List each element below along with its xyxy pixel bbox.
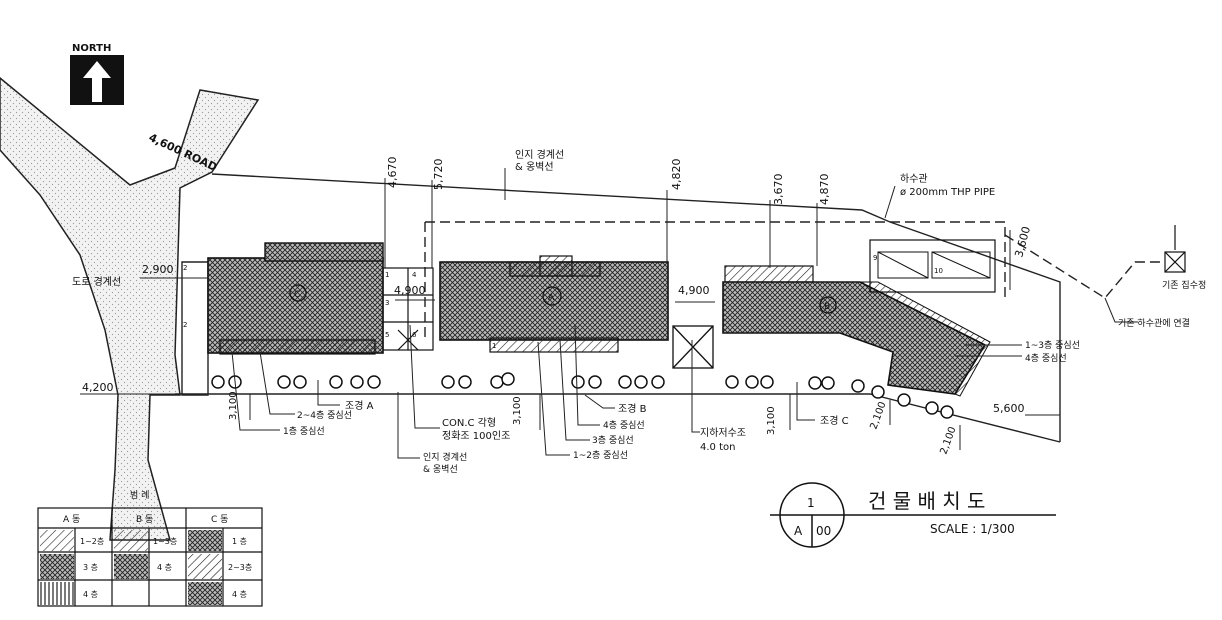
dim-3100-c: 3,100: [766, 406, 777, 435]
bottom-boundary-label-1: 인지 경계선: [423, 451, 467, 463]
landscape-b-label: 조경 B: [618, 402, 647, 415]
dim-3600: 3,600: [1012, 225, 1033, 259]
legend-header-a: A 동: [63, 514, 80, 525]
title-block: [770, 482, 1056, 548]
dim-2100-a: 2,100: [868, 400, 888, 431]
top-boundary-label-2: & 옹벽선: [515, 161, 554, 173]
landscape-trees: [211, 372, 954, 419]
catch-basin-symbol: [1164, 225, 1186, 273]
landscape-c-label: 조경 C: [820, 414, 849, 427]
title-sheet-number: 00: [816, 524, 831, 538]
drawing-scale: SCALE : 1/300: [930, 522, 1015, 536]
dim-2900: 2,900: [142, 263, 174, 276]
stair-num-3: 3: [385, 299, 389, 307]
c-floor-4-label: 4층 중심선: [1025, 353, 1067, 364]
dim-4200: 4,200: [82, 381, 114, 394]
title-number: 1: [807, 496, 815, 510]
conc-label-1: CON.C 각형: [442, 417, 496, 429]
stair-num-5: 5: [385, 331, 389, 339]
legend-swatch-b-1: [114, 530, 148, 551]
sewer-label-1: 하수관: [900, 172, 928, 185]
building-mark-b: B: [824, 302, 830, 312]
leader-lines: [231, 168, 1138, 459]
stair-num-7: 1: [492, 342, 496, 350]
a-floor-1-label: 1층 중심선: [283, 426, 325, 437]
legend-swatch-c-1: [188, 530, 222, 551]
legend-c-row-2: 2~3층: [228, 563, 252, 572]
legend-a-row-1: 1~2층: [80, 537, 104, 546]
property-boundary: [175, 173, 1165, 443]
legend-swatch-a-1: [40, 530, 74, 551]
stair-num-4: 4: [412, 271, 417, 279]
tank-label-1: 지하저수조: [700, 426, 746, 439]
sewer-label-2: ø 200mm THP PIPE: [900, 187, 995, 198]
road-area: [0, 77, 260, 541]
building-mark-c: C: [294, 290, 300, 300]
stair-num-8: 2: [183, 264, 187, 272]
stair-num-1: 1: [385, 271, 389, 279]
building-c: [207, 242, 384, 355]
tank-label-2: 4.0 ton: [700, 442, 735, 453]
stair-num-2: 2: [183, 321, 187, 329]
north-arrow: [70, 55, 124, 105]
legend-swatch-b-2: [114, 554, 148, 579]
road-boundary-label: 도로 경계선: [72, 275, 121, 288]
legend-c-row-1: 1 층: [232, 537, 247, 546]
building-mark-a: A: [548, 293, 555, 303]
b-floor-3-label: 3층 중심선: [592, 435, 634, 446]
dim-4870: 4,870: [818, 174, 831, 206]
north-label: NORTH: [72, 43, 111, 54]
stair-block-ca: [382, 267, 434, 351]
b-floors-12-label: 1~2층 중심선: [573, 450, 628, 461]
dim-5600: 5,600: [993, 402, 1025, 415]
stair-num-9: 9: [873, 254, 877, 262]
c-floors-13-label: 1~3층 중심선: [1025, 340, 1080, 351]
title-sheet-letter: A: [794, 524, 803, 538]
legend-b-row-2: 4 층: [157, 563, 172, 572]
existing-catch-label: 기존 집수정: [1162, 279, 1206, 291]
legend-header-c: C 동: [211, 514, 228, 525]
b-floor-4-label: 4층 중심선: [603, 420, 645, 431]
drawing-title: 건 물 배 치 도: [868, 489, 985, 513]
stair-num-10: 10: [934, 267, 943, 275]
existing-sewer-label: 기존 하수관에 연결: [1118, 318, 1190, 329]
dim-3670: 3,670: [772, 174, 785, 206]
building-a: [439, 255, 669, 353]
legend-table: [37, 507, 263, 607]
dim-4820: 4,820: [670, 159, 683, 191]
legend-c-row-3: 4 층: [232, 590, 247, 599]
building-b: [722, 239, 996, 397]
legend-header-b: B 동: [136, 514, 153, 525]
dim-4670: 4,670: [386, 157, 399, 189]
dim-3100-b: 3,100: [512, 396, 523, 425]
legend-swatch-c-3: [188, 582, 222, 605]
dim-2100-b: 2,100: [938, 425, 958, 456]
dim-5720: 5,720: [432, 159, 445, 191]
legend-a-row-3: 4 층: [83, 590, 98, 599]
a-floors-24-label: 2~4층 중심선: [297, 410, 352, 421]
top-boundary-label-1: 인지 경계선: [515, 148, 564, 161]
legend-swatch-c-2: [188, 554, 222, 579]
legend-b-row-1: 1~3층: [153, 537, 177, 546]
legend-swatch-a-3: [40, 582, 74, 605]
dim-3100-a: 3,100: [228, 391, 239, 420]
legend-a-row-2: 3 층: [83, 563, 98, 572]
legend-title: 범 례: [130, 490, 149, 501]
landscape-a-label: 조경 A: [345, 399, 374, 412]
stair-num-6: 6: [412, 331, 417, 339]
dim-4900-b: 4,900: [678, 284, 710, 297]
dim-4900-a: 4,900: [394, 284, 426, 297]
conc-label-2: 정화조 100인조: [442, 430, 510, 442]
dimension-lines: [80, 178, 1060, 450]
water-tank: [672, 325, 714, 369]
bottom-boundary-label-2: & 옹벽선: [423, 464, 458, 475]
legend-swatch-a-2: [40, 554, 74, 579]
